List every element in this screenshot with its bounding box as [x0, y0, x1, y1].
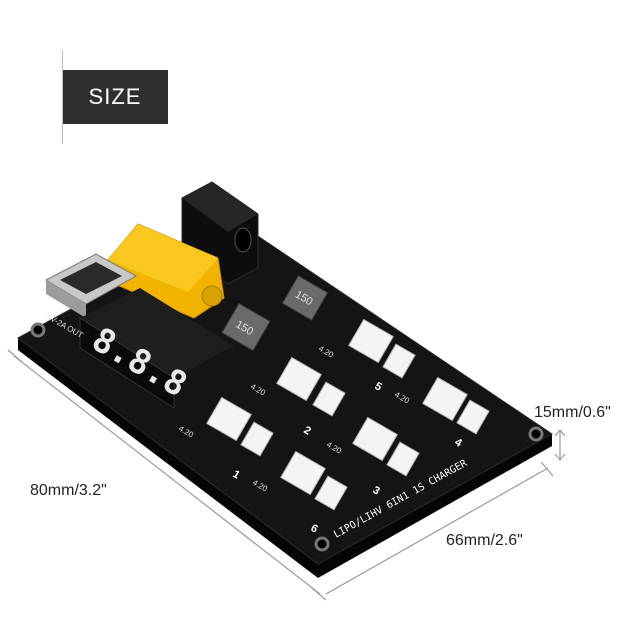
svg-text:6: 6 [309, 522, 320, 535]
charging-ports [206, 318, 490, 511]
pcb-edge [18, 338, 552, 578]
length-dimension-line [7, 349, 327, 601]
height-dimension-line [554, 429, 566, 461]
mounting-holes [30, 322, 544, 552]
usb-port [44, 253, 138, 318]
svg-text:1: 1 [231, 468, 242, 481]
width-dimension-line [325, 461, 554, 595]
inductor-right: 150 [281, 274, 329, 322]
svg-text:5: 5 [373, 380, 384, 393]
svg-text:3: 3 [371, 484, 382, 497]
height-label: 15mm/0.6" [534, 404, 611, 421]
size-badge-label: SIZE [88, 84, 142, 109]
svg-text:2: 2 [302, 424, 313, 437]
width-label: 66mm/2.6" [446, 532, 523, 549]
size-badge: SIZE [62, 50, 168, 144]
length-label: 80mm/3.2" [30, 482, 107, 499]
inductor-left: 150 [221, 302, 271, 352]
